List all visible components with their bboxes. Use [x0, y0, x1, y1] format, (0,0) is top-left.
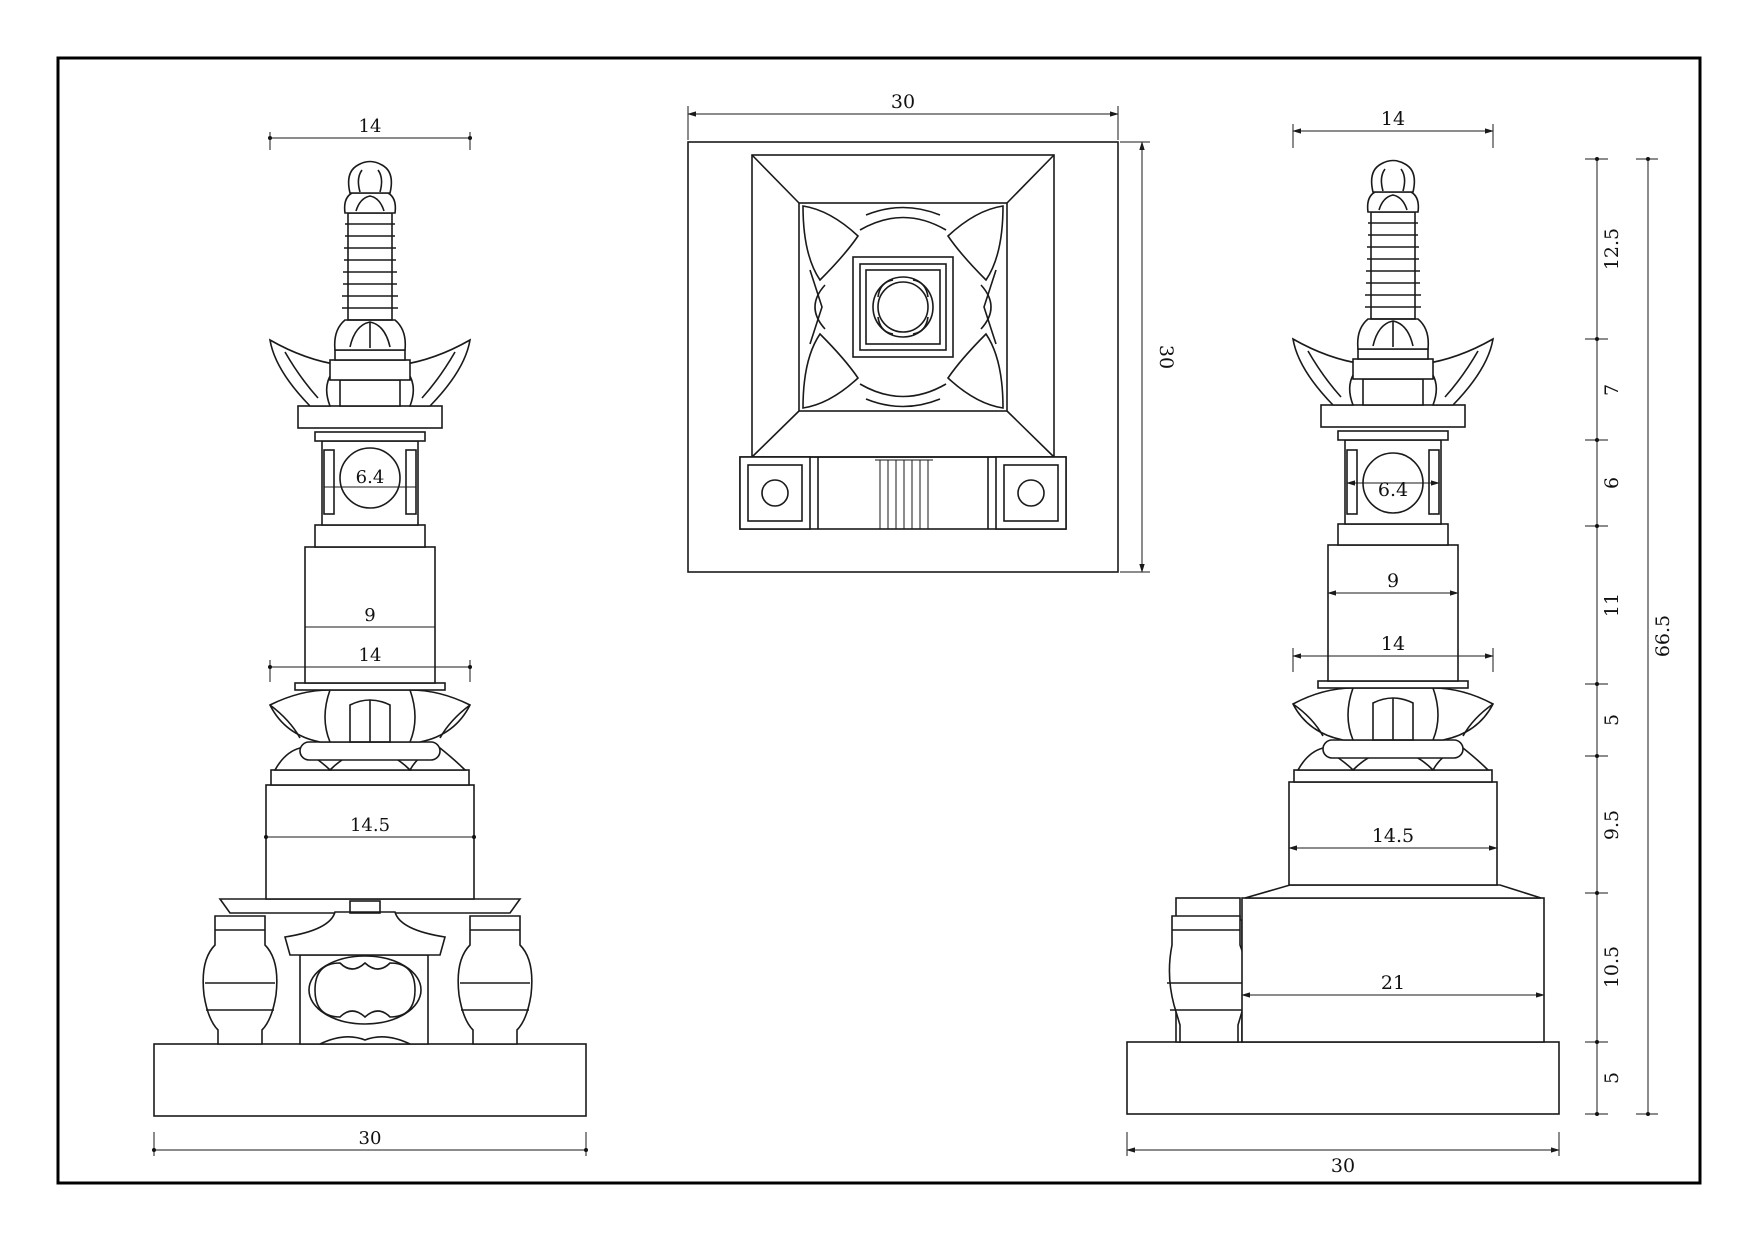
right-top-width-label: 14	[1381, 108, 1405, 130]
height-dim-1: 12.5	[1601, 228, 1623, 270]
right-elevation: 14 6.4 9 14 14.5 21 30	[1126, 108, 1560, 1177]
height-dim-5: 5	[1601, 714, 1623, 726]
height-dim-4: 11	[1601, 593, 1623, 617]
height-dim-2: 7	[1601, 384, 1623, 396]
right-body-circle-label: 6.4	[1378, 479, 1408, 501]
left-lotus-width-label: 14	[359, 645, 382, 666]
height-dim-7: 10.5	[1601, 946, 1623, 988]
right-base-width-label: 30	[1331, 1155, 1355, 1177]
left-body-circle-label: 6.4	[356, 467, 385, 488]
drawing-frame	[56, 56, 1702, 1185]
total-height-label: 66.5	[1652, 615, 1674, 657]
plan-side-height-label: 30	[1155, 345, 1177, 369]
height-dimensions: 12.5 7 6 11 5 9.5 10.5 5 66.5	[1585, 157, 1674, 1116]
right-plinth-width-label: 14.5	[1372, 825, 1414, 847]
left-column-width-label: 9	[364, 605, 375, 626]
right-lotus-width-label: 14	[1381, 633, 1405, 655]
height-dim-8: 5	[1601, 1072, 1623, 1084]
right-pedestal-width-label: 21	[1381, 972, 1405, 994]
left-base-width-label: 30	[359, 1128, 382, 1149]
height-dim-3: 6	[1601, 477, 1623, 489]
right-column-width-label: 9	[1387, 570, 1399, 592]
plan-view: 30 30	[687, 91, 1177, 573]
plan-top-width-label: 30	[891, 91, 915, 113]
height-dim-6: 9.5	[1601, 810, 1623, 840]
left-elevation: 14 6.4 9 14 14.5 30	[152, 116, 588, 1156]
left-top-width-label: 14	[359, 116, 382, 137]
left-plinth-width-label: 14.5	[350, 815, 390, 836]
